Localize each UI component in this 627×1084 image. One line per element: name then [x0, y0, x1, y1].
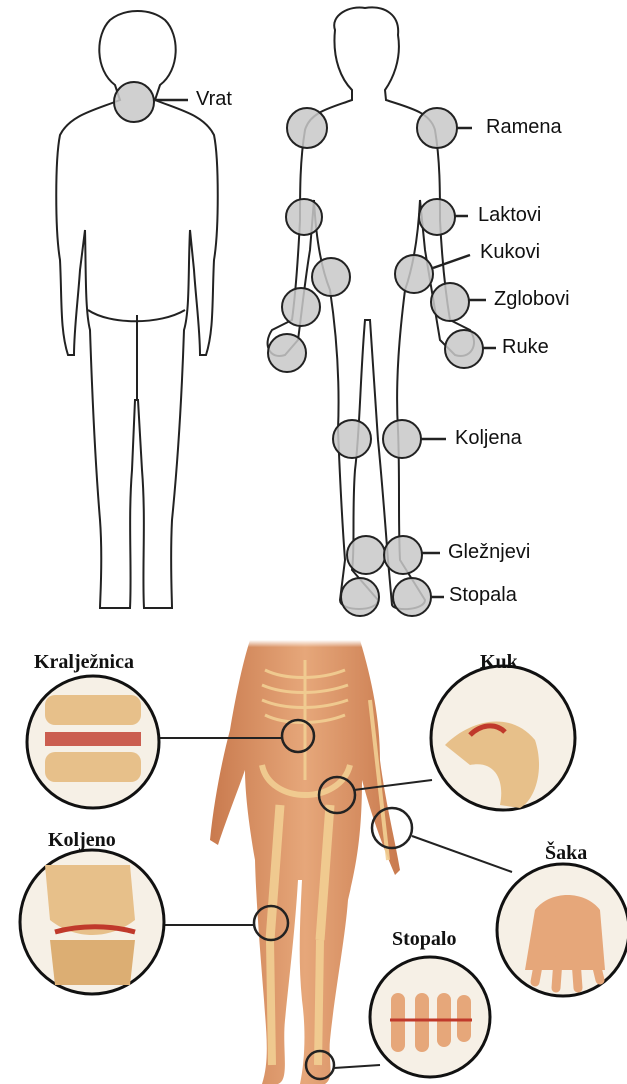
knee-joint-marker-right	[383, 420, 421, 458]
spine-detail-inset	[27, 676, 159, 808]
neck-joint-marker	[114, 82, 154, 122]
knee-detail-inset	[20, 850, 164, 994]
label-zglobovi: Zglobovi	[494, 288, 570, 311]
anatomy-illustration	[0, 640, 627, 1084]
hip-joint-marker-left	[312, 258, 350, 296]
shoulder-joint-marker-left	[287, 108, 327, 148]
label-koljena: Koljena	[455, 427, 522, 450]
label-stopalo: Stopalo	[392, 928, 456, 951]
hip-detail-inset	[431, 666, 575, 810]
wrist-joint-marker-left	[282, 288, 320, 326]
joint-location-diagram	[0, 0, 627, 640]
hand-joint-marker-right	[445, 330, 483, 368]
ankle-joint-marker-right	[384, 536, 422, 574]
foot-joint-marker-right	[393, 578, 431, 616]
hand-joint-marker-left	[268, 334, 306, 372]
elbow-joint-marker-right	[419, 199, 455, 235]
label-kuk: Kuk	[480, 651, 518, 674]
foot-detail-inset	[370, 957, 490, 1077]
hip-joint-marker-right	[395, 255, 433, 293]
label-stopala: Stopala	[449, 584, 517, 607]
label-gleznjevi: Gležnjevi	[448, 541, 530, 564]
knee-joint-marker-left	[333, 420, 371, 458]
label-kraljeznica: Kralježnica	[34, 651, 134, 674]
label-saka: Šaka	[545, 842, 587, 865]
label-kukovi: Kukovi	[480, 241, 540, 264]
ankle-joint-marker-left	[347, 536, 385, 574]
label-koljeno: Koljeno	[48, 829, 116, 852]
elbow-joint-marker-left	[286, 199, 322, 235]
joint-markers	[114, 82, 483, 616]
shoulder-joint-marker-right	[417, 108, 457, 148]
label-ruke: Ruke	[502, 336, 549, 359]
foot-joint-marker-left	[341, 578, 379, 616]
label-ramena: Ramena	[486, 116, 562, 139]
hand-detail-inset	[497, 864, 627, 996]
label-vrat: Vrat	[196, 88, 232, 111]
label-laktovi: Laktovi	[478, 204, 541, 227]
wrist-joint-marker-right	[431, 283, 469, 321]
